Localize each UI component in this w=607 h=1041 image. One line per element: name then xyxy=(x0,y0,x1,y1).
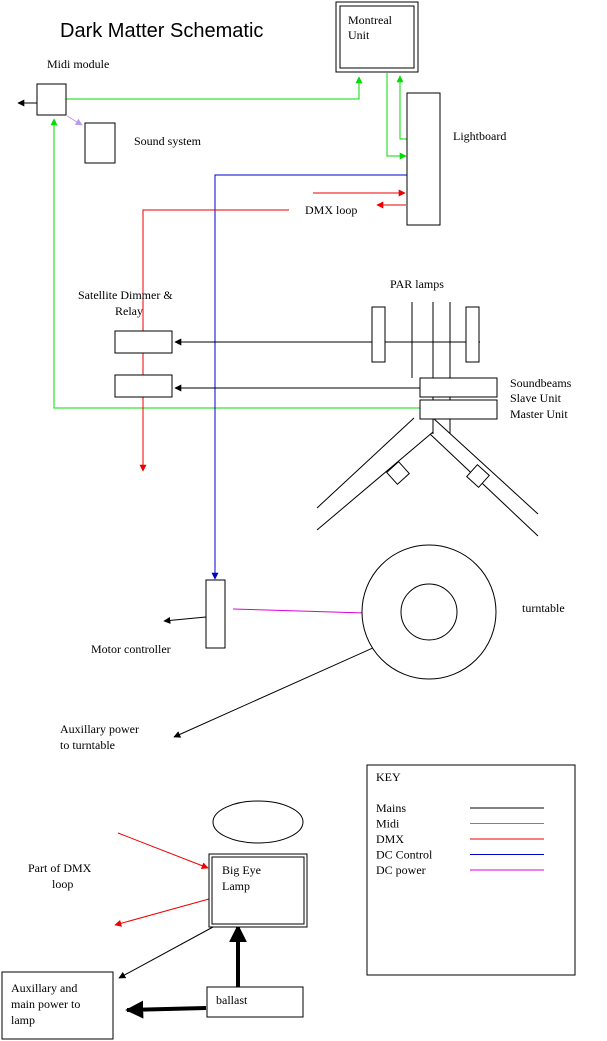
tripod-leg-left-outer xyxy=(316,417,415,509)
soundbeams-slave-unit-label: Slave Unit xyxy=(510,391,562,405)
key-item-label: Mains xyxy=(376,801,406,815)
big-eye-lamp: Big Eye Lamp xyxy=(208,853,308,928)
aux-lamp-label-3: lamp xyxy=(11,1013,35,1027)
ballast-box xyxy=(206,986,304,1018)
midi-module-box xyxy=(36,83,67,116)
par-lamps-label: PAR lamps xyxy=(390,277,444,291)
soundbeams-master-unit-box xyxy=(419,399,498,420)
key-item-label: Midi xyxy=(376,817,400,831)
thick-mains-wires xyxy=(125,924,247,1019)
mains-wire-ballast-to-aux xyxy=(125,1000,207,1019)
aux-lamp-box xyxy=(1,971,114,1040)
midi-wire-montreal-to-lightboard xyxy=(386,73,407,160)
ballast-label: ballast xyxy=(216,993,248,1007)
soundbeams-label: Soundbeams xyxy=(510,376,572,390)
par-lamp-right xyxy=(465,306,480,363)
turntable xyxy=(361,544,497,680)
mains-wire-big-eye-to-aux xyxy=(118,926,214,979)
midi-wire-lightboard-to-montreal xyxy=(396,75,408,140)
montreal-unit: Montreal Unit xyxy=(335,1,419,73)
sound-system-label: Sound system xyxy=(134,134,202,148)
mains-wires xyxy=(17,99,480,979)
lightboard-label: Lightboard xyxy=(453,129,506,143)
montreal-unit-label-2: Unit xyxy=(348,28,370,42)
midi-wire-module-to-sound-system xyxy=(66,115,83,126)
aux-lamp-label-2: main power to xyxy=(11,997,80,1011)
midi-wire-soundbeams-to-module xyxy=(50,118,420,409)
relay-box xyxy=(114,374,173,398)
midi-module-label: Midi module xyxy=(47,57,109,71)
soundbeams-tripod xyxy=(316,417,539,537)
satellite-dimmer-box xyxy=(114,330,173,354)
dmx-wire-out-of-big-eye xyxy=(114,898,210,927)
big-eye-label-1: Big Eye xyxy=(222,863,261,877)
soundbeams-slave-unit-box xyxy=(419,377,498,398)
part-dmx-label-1: Part of DMX xyxy=(28,861,92,875)
aux-lamp-label-1: Auxillary and xyxy=(11,981,77,995)
lightboard-box xyxy=(406,92,441,226)
motor-controller-label: Motor controller xyxy=(91,642,171,656)
dc-control-wire-lightboard-to-motor xyxy=(211,174,407,580)
sound-system-box xyxy=(84,122,116,164)
big-eye-lens xyxy=(212,800,304,844)
part-dmx-label-2: loop xyxy=(52,877,73,891)
turntable-label: turntable xyxy=(522,601,565,615)
diagram-title: Dark Matter Schematic xyxy=(60,20,263,42)
dmx-wire-into-big-eye xyxy=(117,832,209,869)
tripod-clamp-left xyxy=(385,460,411,486)
par-lamp-left xyxy=(371,306,386,363)
tripod-clamp-right xyxy=(465,463,491,489)
satellite-dimmer-label-2: Relay xyxy=(115,304,143,318)
soundbeams-master-unit-label: Master Unit xyxy=(510,407,568,421)
dmx-loop-label: DMX loop xyxy=(305,203,357,217)
motor-controller-box xyxy=(205,579,226,649)
key-item-label: DC Control xyxy=(376,848,433,862)
key-title: KEY xyxy=(376,770,401,784)
tripod-leg-right-inner xyxy=(429,433,539,537)
satellite-dimmer-label-1: Satellite Dimmer & xyxy=(78,288,173,302)
midi-wires xyxy=(50,73,420,409)
tripod-leg-right-outer xyxy=(432,417,539,515)
mains-wire-motor-out xyxy=(163,616,207,624)
key-item-label: DMX xyxy=(376,832,404,846)
aux-turntable-label-1: Auxillary power xyxy=(60,722,139,736)
aux-turntable-label-2: to turntable xyxy=(60,738,115,752)
key-item-label: DC power xyxy=(376,863,426,877)
montreal-unit-label-1: Montreal xyxy=(348,13,393,27)
big-eye-label-2: Lamp xyxy=(222,879,250,893)
midi-wire-module-to-montreal xyxy=(66,76,363,100)
tripod-leg-left-inner xyxy=(316,431,434,531)
